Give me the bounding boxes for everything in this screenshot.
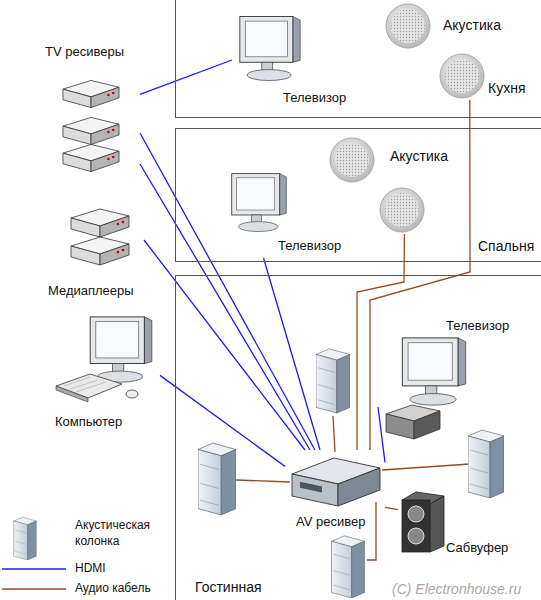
tv-icon <box>240 17 300 81</box>
tv-icon <box>232 174 287 232</box>
av-receiver-node: AV ресивер <box>285 450 385 532</box>
media-players-node: Медиаплееры <box>44 202 144 302</box>
hdmi-cable <box>140 60 232 94</box>
computer-node: Компьютер <box>48 312 160 434</box>
node-label: TV ресиверы <box>45 44 124 60</box>
tower-speaker <box>316 349 350 413</box>
hdmi-cable <box>140 133 315 450</box>
node-label: Телевизор <box>283 90 346 106</box>
tv-node: Телевизор <box>232 8 350 108</box>
legend-speaker-sample <box>14 517 37 560</box>
player-box <box>386 405 440 439</box>
computer-icon <box>56 317 152 402</box>
subwoofer-node: Сабвуфер <box>398 488 512 560</box>
node-label: Акустика <box>390 148 448 165</box>
node-label: AV ресивер <box>296 514 365 530</box>
tower-speaker <box>468 430 504 498</box>
tower-speaker <box>332 536 365 598</box>
media-player-box <box>71 237 129 265</box>
tv-icon <box>402 338 465 405</box>
room-band: Гостинная Телевизор AV ресиверСабвуфер <box>175 275 541 600</box>
tv-receivers-node: TV ресиверы <box>40 40 140 195</box>
node-label: Компьютер <box>55 414 122 430</box>
legend-hdmi-sample <box>2 568 66 570</box>
receiver-box <box>63 80 119 107</box>
room-band: Спальня Телевизор Акустика <box>175 128 541 262</box>
node-label: Спальня <box>478 238 534 255</box>
hdmi-cable <box>378 407 385 462</box>
audio-cable <box>385 507 398 509</box>
media-player-box <box>71 209 129 237</box>
receiver-box <box>63 144 119 171</box>
speaker-node: Акустика <box>328 136 462 234</box>
node-label: Акустика <box>443 17 501 34</box>
watermark: (C) Electronhouse.ru <box>392 581 521 598</box>
node-label: Кухня <box>488 80 525 97</box>
tv-node: Телевизор <box>378 312 518 444</box>
hdmi-cable <box>144 240 305 450</box>
av-receiver-icon <box>292 458 380 506</box>
tv-node: Телевизор <box>226 168 351 258</box>
tower-speaker <box>198 443 236 515</box>
node-label: Телевизор <box>446 318 509 334</box>
audio-cable <box>357 234 404 450</box>
speaker-node: Акустика <box>384 2 514 100</box>
legend-text: HDMI <box>75 561 106 575</box>
node-label: Медиаплееры <box>48 283 134 299</box>
node-label: Телевизор <box>278 238 341 254</box>
hdmi-cable <box>160 375 285 466</box>
receiver-box <box>63 117 119 144</box>
legend-text: Аудио кабель <box>75 581 151 595</box>
node-label: Сабвуфер <box>446 540 508 556</box>
hdmi-cable <box>140 164 310 450</box>
legend-text: Акустическая колонка <box>75 517 175 549</box>
node-label: Гостинная <box>195 579 262 596</box>
legend-audio-sample <box>2 588 66 590</box>
hdmi-cable <box>264 258 321 450</box>
room-band: КухняТелевизор Акустика <box>175 0 541 118</box>
subwoofer-icon <box>402 492 444 552</box>
